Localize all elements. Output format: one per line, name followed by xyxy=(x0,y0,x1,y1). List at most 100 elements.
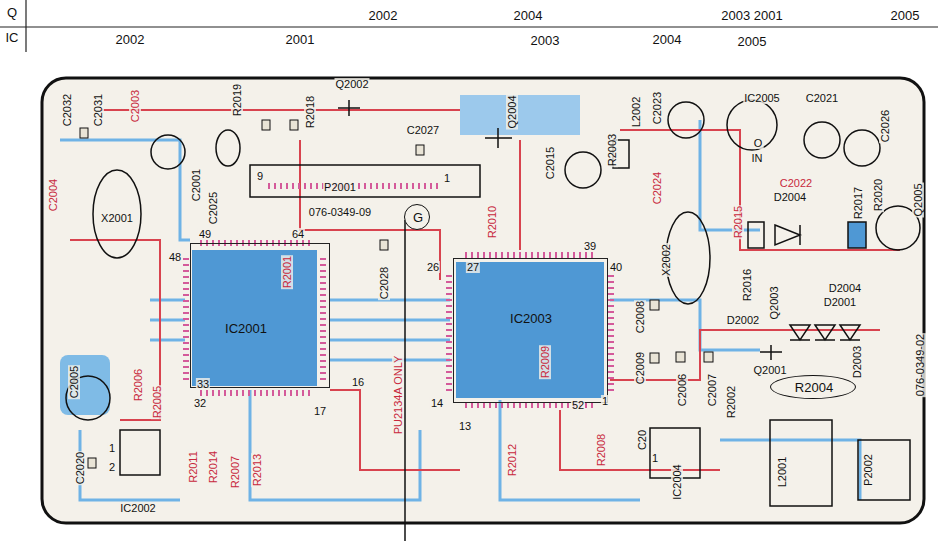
inductor-outline xyxy=(770,420,832,506)
part-label: 16 xyxy=(351,376,365,388)
pad xyxy=(290,120,298,130)
part-label: C2003 xyxy=(129,89,141,123)
part-name: R2004 xyxy=(795,381,833,395)
part-label: 1 xyxy=(108,442,116,454)
part-label: R2018 xyxy=(304,95,316,129)
part-label: C2006 xyxy=(676,373,688,407)
part-label: IC2002 xyxy=(119,502,156,514)
part-label: C2004 xyxy=(47,178,59,212)
part-label: R2015 xyxy=(732,205,744,239)
header-number: 2001 xyxy=(285,33,316,47)
part-label: IC2005 xyxy=(743,92,780,104)
pad xyxy=(650,300,659,310)
part-label: 1 xyxy=(601,395,609,407)
trace xyxy=(500,400,640,500)
part-label: C2005 xyxy=(68,365,80,399)
part-label: C20 xyxy=(636,429,648,451)
part-name: IC2003 xyxy=(510,312,552,326)
pin-row xyxy=(183,258,189,380)
part-label: D2004 xyxy=(773,191,807,203)
resistor-symbol xyxy=(848,222,866,248)
part-label: X2001 xyxy=(100,212,134,224)
trace xyxy=(100,109,460,111)
diode-symbol xyxy=(775,225,800,245)
part-label: R2020 xyxy=(872,178,884,212)
pin-row xyxy=(200,390,310,396)
part-label: 48 xyxy=(168,251,182,263)
part-label: 1 xyxy=(651,452,659,464)
part-label: R2016 xyxy=(741,268,753,302)
ic-outline xyxy=(120,430,160,475)
transistor-symbol xyxy=(338,100,360,116)
part-label: C2032 xyxy=(61,93,73,127)
part-label: C2015 xyxy=(544,146,556,180)
part-label: R2011 xyxy=(187,450,199,484)
header-number: 2002 xyxy=(115,33,146,47)
part-label: 27 xyxy=(466,261,480,273)
part-label: D2002 xyxy=(726,314,760,326)
part-label: R2012 xyxy=(506,443,518,477)
header-number: 2003 2001 xyxy=(720,9,783,23)
part-label: C2028 xyxy=(378,266,390,300)
part-label: R2006 xyxy=(132,368,144,402)
crystal-symbol xyxy=(93,170,141,258)
capacitor-symbol xyxy=(565,152,601,188)
header-number: 2004 xyxy=(513,9,544,23)
part-label: IC2004 xyxy=(671,463,683,500)
part-label: O xyxy=(753,137,764,149)
capacitor-symbol xyxy=(844,130,880,166)
part-label: Q2001 xyxy=(752,364,787,376)
part-label: Q2005 xyxy=(912,182,924,217)
header-number: 2002 xyxy=(368,9,399,23)
capacitor-symbol xyxy=(668,102,704,138)
pad xyxy=(380,240,388,250)
diode-symbol xyxy=(840,325,860,340)
leader-line xyxy=(404,220,406,541)
trace xyxy=(610,300,760,350)
part-label: L2002 xyxy=(630,96,642,129)
part-label: 52 xyxy=(571,399,585,411)
part-label: C2001 xyxy=(190,168,202,202)
part-label: L2001 xyxy=(776,456,788,489)
capacitor-symbol xyxy=(151,135,185,169)
part-label: C2027 xyxy=(406,124,440,136)
part-label: R2005 xyxy=(151,385,163,419)
pads xyxy=(80,120,713,468)
pad xyxy=(88,458,96,468)
part-label: C2020 xyxy=(74,451,86,485)
connector-outline xyxy=(250,165,480,197)
header-number: 2005 xyxy=(737,35,768,49)
components xyxy=(66,100,920,541)
connector-outline xyxy=(858,440,910,500)
ic-package: IC2001 xyxy=(190,243,330,388)
pad xyxy=(80,128,88,138)
pad xyxy=(262,120,270,130)
trace xyxy=(70,240,160,420)
diode-symbol xyxy=(790,325,810,340)
header-number: 2004 xyxy=(652,33,683,47)
part-label: 1 xyxy=(443,172,451,184)
part-label: C2007 xyxy=(706,373,718,407)
part-label: 17 xyxy=(313,405,327,417)
board-outline xyxy=(42,78,924,523)
part-label: R2013 xyxy=(251,453,263,487)
part-label: C2023 xyxy=(651,91,663,125)
resistor-symbol xyxy=(748,222,764,248)
part-label: D2003 xyxy=(851,345,863,379)
part-label: R2003 xyxy=(606,133,618,167)
crystal-symbol xyxy=(666,212,710,304)
part-label: P2001 xyxy=(323,181,357,193)
part-label: C2024 xyxy=(651,171,663,205)
header-number: 2005 xyxy=(890,9,921,23)
ic-copper xyxy=(192,250,317,386)
header-rule xyxy=(0,26,938,27)
trace xyxy=(519,140,521,250)
part-label: 076-0349-02 xyxy=(914,333,926,397)
header-number: Q xyxy=(6,6,18,20)
transistor-symbol xyxy=(760,345,782,360)
part-label: R2002 xyxy=(725,385,737,419)
part-name: IC2001 xyxy=(225,322,267,336)
part-label: R2007 xyxy=(229,455,241,489)
trace xyxy=(150,300,185,340)
part-label: C2021 xyxy=(805,92,839,104)
